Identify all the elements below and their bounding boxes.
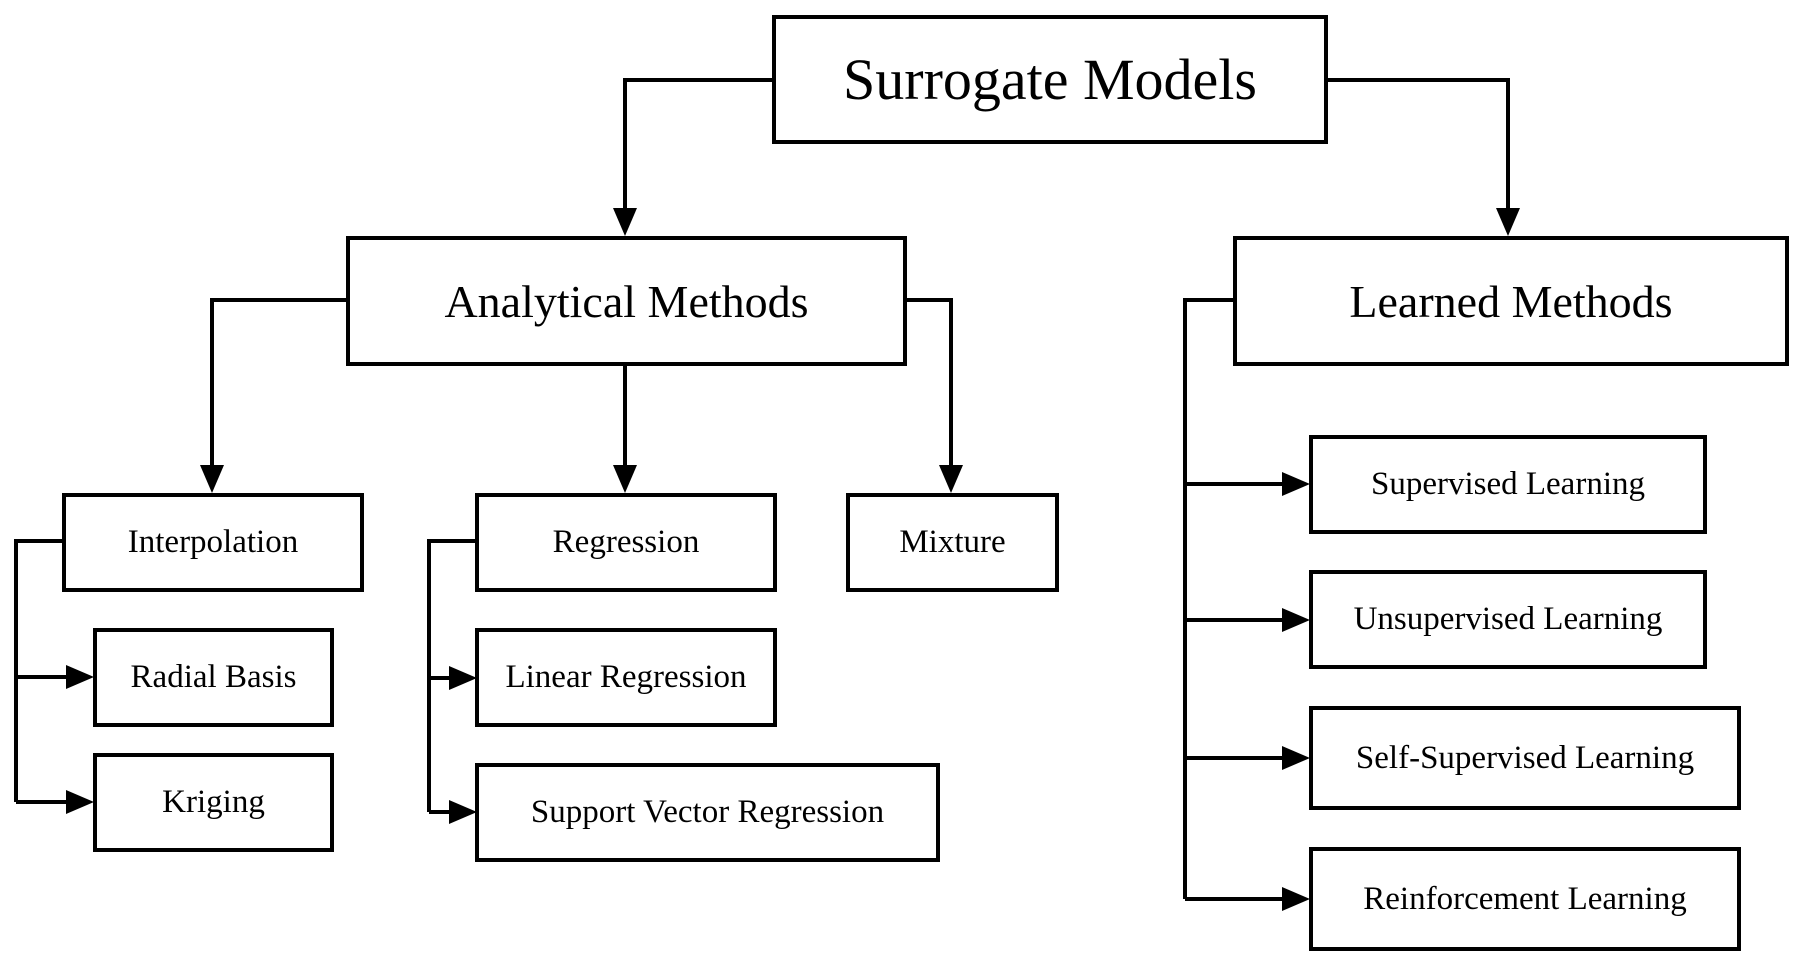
- node-support-vector-regression: Support Vector Regression: [475, 763, 940, 862]
- connector-analytical-mixture: [905, 298, 953, 465]
- arrowhead-linear-regression: [449, 666, 477, 690]
- arrowhead-analytical: [613, 208, 637, 236]
- node-supervised-learning: Supervised Learning: [1309, 435, 1707, 534]
- arrowhead-interpolation: [200, 465, 224, 493]
- node-learned-methods: Learned Methods: [1233, 236, 1789, 366]
- arrowhead-reinforcement: [1282, 887, 1310, 911]
- node-interpolation: Interpolation: [62, 493, 364, 592]
- node-kriging: Kriging: [93, 753, 334, 852]
- node-mixture: Mixture: [846, 493, 1059, 592]
- node-unsupervised-learning: Unsupervised Learning: [1309, 570, 1707, 669]
- connector-root-analytical: [623, 78, 772, 208]
- connector-analytical-interpolation: [210, 298, 346, 465]
- node-reinforcement-learning: Reinforcement Learning: [1309, 847, 1741, 951]
- arrowhead-unsupervised: [1282, 608, 1310, 632]
- node-self-supervised-learning: Self-Supervised Learning: [1309, 706, 1741, 810]
- arrowhead-svr: [449, 800, 477, 824]
- arrowhead-supervised: [1282, 472, 1310, 496]
- connector-learned-children: [1183, 298, 1233, 899]
- connector-root-learned: [1326, 78, 1510, 208]
- arrowhead-kriging: [66, 790, 94, 814]
- node-analytical-methods: Analytical Methods: [346, 236, 907, 366]
- node-linear-regression: Linear Regression: [475, 628, 777, 727]
- node-surrogate-models: Surrogate Models: [772, 15, 1328, 144]
- arrowhead-mixture: [939, 465, 963, 493]
- connector-regression-children: [427, 539, 477, 812]
- node-regression: Regression: [475, 493, 777, 592]
- arrowhead-learned: [1496, 208, 1520, 236]
- arrowhead-self-supervised: [1282, 746, 1310, 770]
- connector-interpolation-children: [14, 539, 64, 802]
- arrowhead-radial-basis: [66, 665, 94, 689]
- node-radial-basis: Radial Basis: [93, 628, 334, 727]
- arrowhead-regression: [613, 465, 637, 493]
